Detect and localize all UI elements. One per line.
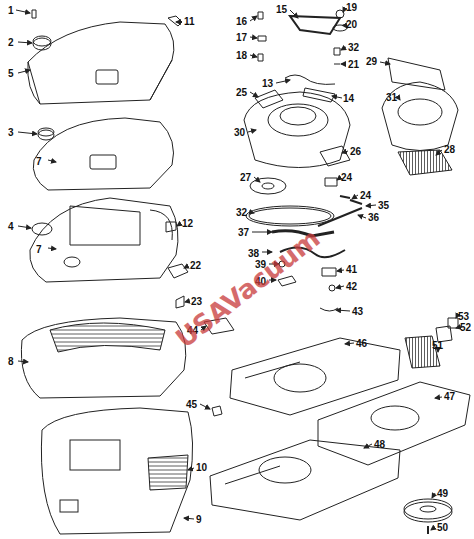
leader-line xyxy=(341,47,346,50)
callout-number: 42 xyxy=(346,281,357,292)
leader-line xyxy=(18,70,30,73)
callout-number: 13 xyxy=(262,78,273,89)
leader-line xyxy=(380,62,390,64)
leader-line xyxy=(252,232,272,233)
leader-line xyxy=(345,343,354,344)
leader-line xyxy=(250,37,257,38)
callout-number: 29 xyxy=(366,56,377,67)
callout-number: 24 xyxy=(360,190,371,201)
leader-line xyxy=(18,361,28,362)
callout-number: 43 xyxy=(352,306,363,317)
leader-line xyxy=(456,327,460,328)
leader-line xyxy=(352,195,358,199)
leader-line xyxy=(290,10,298,18)
leader-line xyxy=(18,132,37,134)
leader-line xyxy=(343,8,345,12)
leader-line xyxy=(188,468,194,470)
leader-line xyxy=(200,404,210,409)
callout-number: 10 xyxy=(196,462,207,473)
callout-number: 22 xyxy=(190,260,201,271)
leader-line xyxy=(48,160,56,162)
leader-line xyxy=(48,248,56,249)
leader-line xyxy=(337,177,341,180)
leader-line xyxy=(398,97,400,100)
leader-line xyxy=(336,310,350,311)
callout-number: 28 xyxy=(444,144,455,155)
leader-line xyxy=(254,177,260,182)
leader-line xyxy=(332,96,342,98)
callout-number: 16 xyxy=(236,16,247,27)
callout-number: 41 xyxy=(346,264,357,275)
callout-number: 52 xyxy=(460,322,471,333)
callout-number: 15 xyxy=(276,4,287,15)
leader-line xyxy=(342,151,348,153)
callout-number: 50 xyxy=(437,522,448,533)
leader-line xyxy=(366,205,376,206)
callout-number: 51 xyxy=(432,340,443,351)
leader-line xyxy=(250,55,257,57)
leader-line xyxy=(337,270,344,271)
leader-line xyxy=(364,444,372,448)
leader-line xyxy=(456,316,457,318)
leader-line xyxy=(18,42,32,43)
leader-line xyxy=(431,527,435,530)
callout-number: 3 xyxy=(8,127,14,138)
leader-line xyxy=(16,10,30,13)
callout-number: 46 xyxy=(356,338,367,349)
callout-number: 36 xyxy=(368,212,379,223)
watermark: USAVacuum xyxy=(170,223,326,354)
leader-line xyxy=(184,266,188,268)
callout-number: 19 xyxy=(346,2,357,13)
callout-number: 5 xyxy=(8,68,14,79)
callout-number: 9 xyxy=(196,514,202,525)
callout-number: 53 xyxy=(458,311,469,322)
callout-number: 24 xyxy=(341,172,352,183)
callout-number: 2 xyxy=(8,37,14,48)
leader-line xyxy=(341,64,346,65)
callout-number: 38 xyxy=(248,248,259,259)
callout-number: 27 xyxy=(240,172,251,183)
leader-line xyxy=(432,493,435,498)
callout-number: 18 xyxy=(236,50,247,61)
callout-number: 4 xyxy=(8,221,14,232)
callout-number: 20 xyxy=(346,19,357,30)
callout-number: 7 xyxy=(36,156,42,167)
leader-line xyxy=(276,80,290,83)
callout-number: 47 xyxy=(444,391,455,402)
callout-number: 37 xyxy=(238,227,249,238)
callout-number: 21 xyxy=(348,59,359,70)
callout-number: 12 xyxy=(182,218,193,229)
leader-line xyxy=(18,226,31,228)
leader-line xyxy=(185,301,189,302)
leader-line xyxy=(177,224,180,226)
leader-line xyxy=(435,397,442,398)
leader-line xyxy=(184,518,194,519)
callout-number: 17 xyxy=(236,32,247,43)
callout-number: 35 xyxy=(378,200,389,211)
callout-number: 8 xyxy=(8,356,14,367)
callout-number: 11 xyxy=(184,16,195,27)
callout-number: 31 xyxy=(386,92,397,103)
callout-number: 25 xyxy=(236,87,247,98)
callout-number: 48 xyxy=(374,439,385,450)
leader-line xyxy=(248,130,256,132)
callout-number: 7 xyxy=(36,244,42,255)
leader-line xyxy=(250,92,258,97)
leader-line xyxy=(250,212,254,213)
callout-number: 45 xyxy=(186,399,197,410)
callout-number: 26 xyxy=(350,146,361,157)
callout-number: 32 xyxy=(348,42,359,53)
callout-number: 14 xyxy=(343,93,354,104)
leader-line xyxy=(358,215,366,218)
callout-number: 32 xyxy=(236,207,247,218)
leader-line xyxy=(436,150,442,155)
callout-number: 30 xyxy=(234,127,245,138)
callout-number: 49 xyxy=(437,488,448,499)
leader-line xyxy=(250,16,257,21)
leader-line xyxy=(176,22,182,23)
callout-number: 1 xyxy=(8,5,14,16)
leader-line xyxy=(336,286,344,288)
